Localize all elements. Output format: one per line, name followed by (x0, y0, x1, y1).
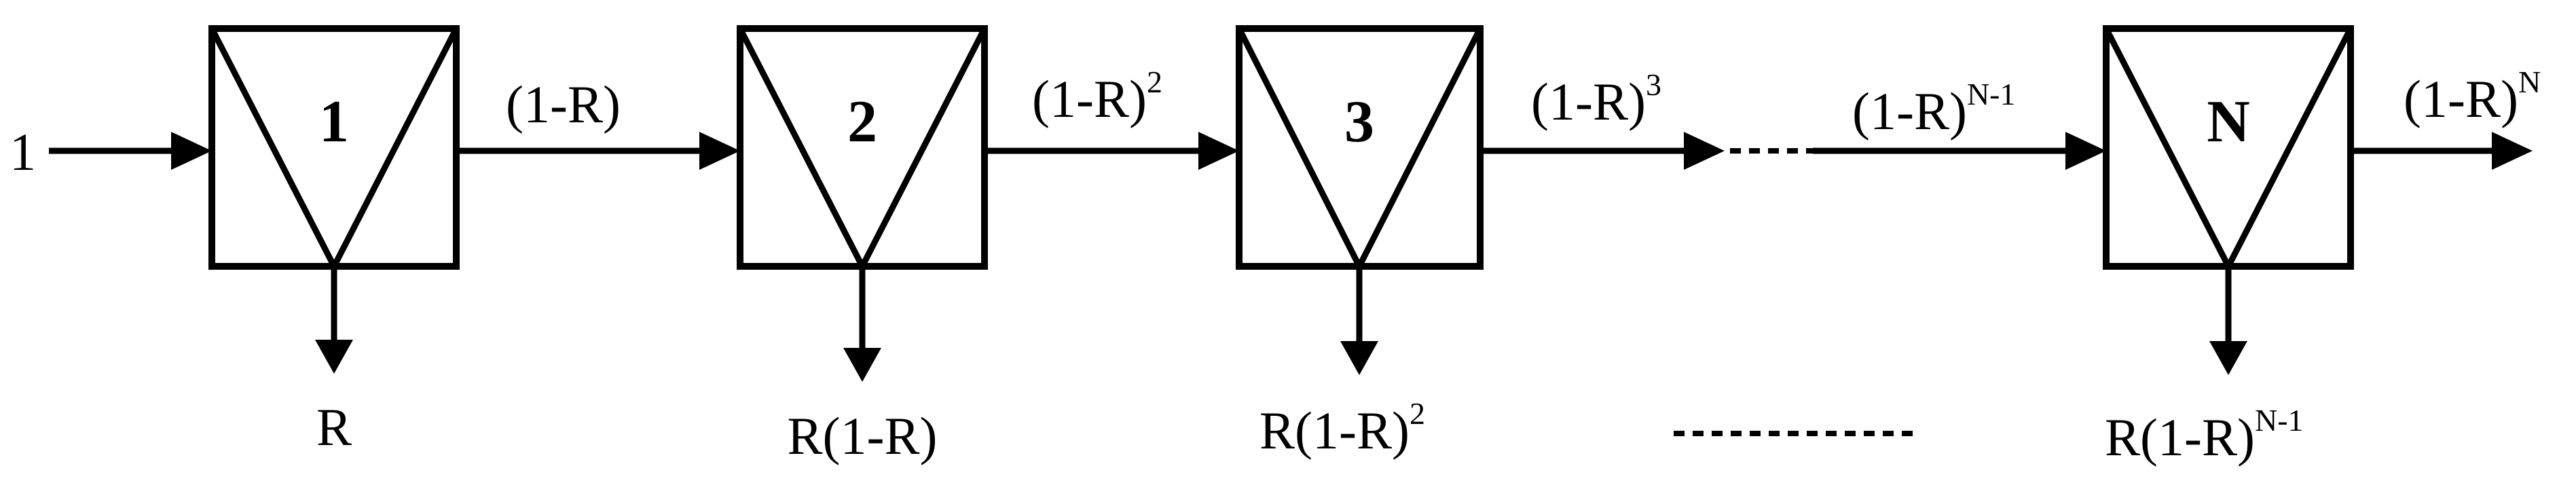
stage-1-product-arrowhead (315, 340, 353, 374)
stage-3: 3 R(1-R)2 (1236, 25, 1484, 460)
flow-2-label: (1-R)2 (1032, 65, 1162, 128)
stage-3-product-exp: 2 (1410, 396, 1425, 431)
output-base: (1-R) (2404, 69, 2518, 128)
flow-2-base: (1-R) (1032, 69, 1147, 128)
output-label: (1-R)N (2404, 65, 2541, 128)
flow-1-base: (1-R) (506, 75, 621, 134)
flow-3-exp: 3 (1646, 67, 1661, 102)
flow-4-arrowhead (2065, 132, 2106, 170)
stage-n-product-base: R(1-R) (2105, 408, 2255, 467)
stage-1: 1 R (208, 25, 460, 457)
flow-4-label: (1-R)N-1 (1852, 77, 2016, 141)
output-arrowhead (2492, 132, 2533, 170)
stage-3-product-arrowhead (1340, 341, 1378, 375)
stage-2-label: 2 (847, 89, 877, 155)
stage-3-label: 3 (1344, 89, 1374, 155)
stage-n-label: N (2207, 89, 2250, 155)
flow-3-label: (1-R)3 (1531, 67, 1661, 131)
stage-2-product-arrowhead (843, 348, 881, 382)
flow-1-label: (1-R) (506, 75, 621, 134)
flow-2-exp: 2 (1147, 65, 1162, 99)
flow-3-arrowhead (1684, 132, 1725, 170)
stage-1-product-label: R (316, 397, 352, 457)
flow-2-arrowhead (1198, 132, 1239, 170)
flow-4-base: (1-R) (1852, 82, 1967, 141)
flow-3-base: (1-R) (1531, 72, 1646, 131)
flow-1-arrowhead (699, 132, 740, 170)
stage-2-product-label: R(1-R) (788, 406, 938, 465)
stage-2: 2 R(1-R) (737, 25, 988, 465)
stage-3-product-base: R(1-R) (1259, 401, 1410, 460)
stage-n-product-exp: N-1 (2255, 403, 2304, 438)
stage-n-product-arrowhead (2209, 341, 2247, 375)
stage-n-product-label: R(1-R)N-1 (2105, 403, 2304, 467)
input-arrowhead (171, 132, 212, 170)
input-label: 1 (10, 122, 36, 181)
output-exp: N (2518, 65, 2541, 99)
stage-1-label: 1 (319, 89, 349, 155)
flow-4-exp: N-1 (1967, 77, 2016, 111)
stage-n: N R(1-R)N-1 (2103, 25, 2354, 467)
stage-3-product-label: R(1-R)2 (1259, 396, 1425, 460)
